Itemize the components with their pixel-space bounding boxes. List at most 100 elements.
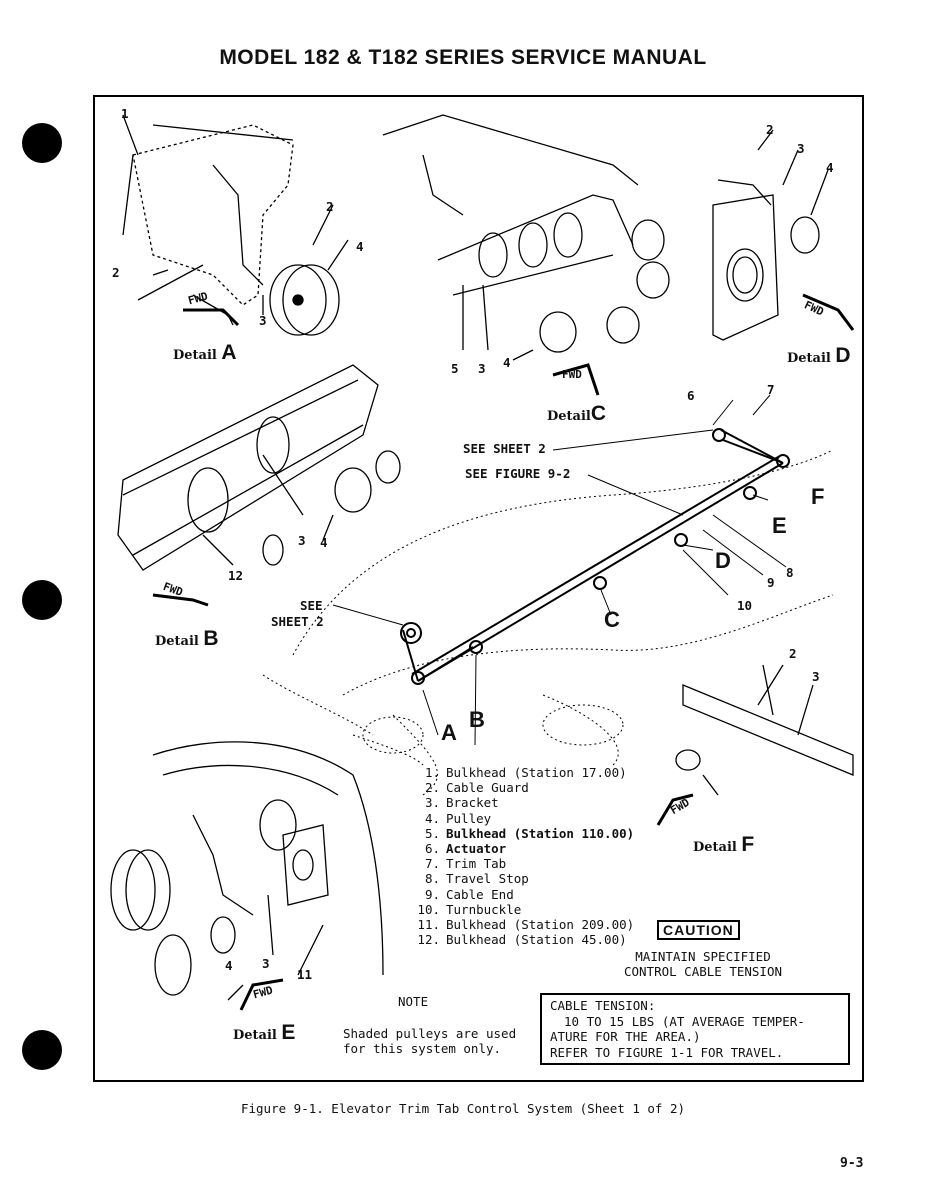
detail-c-label: DetailC (547, 402, 606, 426)
part-name: Bracket (446, 795, 499, 811)
list-item: 8. Travel Stop (410, 871, 634, 886)
detail-b-drawing (117, 364, 401, 571)
part-number: 12. (417, 932, 440, 948)
detail-b-letter: B (203, 627, 219, 650)
list-item: 2.Cable Guard (410, 780, 634, 795)
callout-12: 12 (228, 568, 244, 583)
note-line-2: for this system only. (343, 1041, 502, 1056)
list-item: 12. Bulkhead (Station 45.00) (410, 932, 634, 947)
detail-e-drawing (110, 741, 384, 1001)
list-item: 7.Trim Tab (410, 856, 634, 871)
parts-list: 1. Bulkhead (Station 17.00) 2.Cable Guard… (410, 765, 634, 947)
detail-d-drawing (712, 129, 829, 341)
see-callout-b-line1: SEE (300, 598, 323, 613)
part-name: Cable End (446, 886, 514, 902)
detail-f-letter: F (741, 833, 755, 856)
detail-b-label: Detail B (155, 627, 219, 651)
detail-c-letter: C (590, 402, 607, 425)
cable-system (400, 428, 790, 685)
part-number: 6. (424, 841, 440, 857)
figure-frame (93, 95, 864, 1082)
callout-3-c: 3 (478, 361, 486, 376)
detail-e-label: Detail E (233, 1021, 295, 1045)
callout-2-a2: 2 (112, 265, 120, 280)
detail-e-letter: E (281, 1021, 296, 1044)
punch-hole-middle (22, 580, 62, 620)
fwd-label-c: FWD (562, 368, 582, 381)
part-name: Bulkhead (Station 45.00) (446, 932, 627, 948)
callout-4-d: 4 (826, 160, 834, 175)
list-item: 3. Bracket (410, 795, 634, 810)
tension-line-3: ATURE FOR THE AREA.) (550, 1029, 701, 1044)
part-name: Bulkhead (Station 110.00) (446, 825, 635, 841)
callout-6: 6 (687, 388, 695, 403)
callout-11: 11 (297, 967, 313, 982)
fwd-arrows (152, 293, 855, 1011)
detail-f-prefix: Detail (693, 840, 737, 855)
part-name: Turnbuckle (446, 901, 522, 917)
part-name: Pulley (446, 810, 492, 826)
technical-illustration (110, 114, 855, 1011)
detail-f-drawing (675, 664, 854, 796)
detail-c-prefix: Detail (547, 409, 591, 424)
leader-lines (332, 394, 787, 746)
airframe-outline (262, 449, 834, 796)
figure-caption: Figure 9-1. Elevator Trim Tab Control Sy… (240, 1101, 685, 1116)
punch-hole-bottom (22, 1030, 62, 1070)
caution-line-2: CONTROL CABLE TENSION (623, 964, 783, 979)
caution-badge: CAUTION (657, 920, 740, 940)
note-body: Shaded pulleys are used for this system … (343, 1026, 516, 1056)
callout-10: 10 (737, 598, 753, 613)
part-number: 7. (424, 856, 440, 872)
callout-3-a: 3 (259, 313, 267, 328)
part-number: 2. (424, 780, 440, 796)
part-number: 1. (424, 765, 440, 780)
part-number: 10. (417, 901, 440, 917)
list-item: 6. Actuator (410, 841, 634, 856)
cable-tension-box: CABLE TENSION: 10 TO 15 LBS (AT AVERAGE … (540, 993, 850, 1065)
callout-4-b: 4 (320, 535, 328, 550)
detail-a-prefix: Detail (173, 348, 217, 363)
part-name: Actuator (446, 841, 507, 857)
part-name: Bulkhead (Station 17.00) (446, 765, 627, 780)
callout-1-a: 1 (121, 106, 129, 121)
detail-f-label: Detail F (693, 833, 754, 857)
detail-d-prefix: Detail (787, 351, 831, 366)
callout-8: 8 (786, 565, 794, 580)
part-name: Bulkhead (Station 209.00) (446, 917, 635, 933)
detail-a-drawing (122, 114, 349, 336)
tension-line-1: CABLE TENSION: (550, 998, 656, 1013)
detail-e-prefix: Detail (233, 1028, 277, 1043)
diagram-letter-c: C (604, 607, 620, 632)
see-figure-callout: SEE FIGURE 9-2 (465, 466, 571, 481)
callout-2-f: 2 (789, 646, 797, 661)
part-number: 9. (424, 886, 440, 902)
callout-3-e: 3 (262, 956, 270, 971)
callout-4-c: 4 (503, 355, 511, 370)
diagram-letter-f: F (811, 484, 825, 509)
tension-line-2: 10 TO 15 LBS (AT AVERAGE TEMPER- (564, 1013, 805, 1029)
page-header: MODEL 182 & T182 SERIES SERVICE MANUAL (219, 46, 707, 69)
see-sheet-2-callout: SEE SHEET 2 (463, 441, 546, 456)
list-item: 5. Bulkhead (Station 110.00) (410, 826, 634, 841)
detail-d-label: Detail D (787, 344, 851, 368)
callout-4-e: 4 (225, 958, 233, 973)
diagram-letter-b: B (469, 707, 485, 732)
detail-a-letter: A (221, 341, 237, 364)
part-name: Travel Stop (446, 871, 529, 887)
callout-3-f: 3 (812, 669, 820, 684)
part-number: 3. (424, 795, 440, 811)
detail-c-drawing (382, 114, 670, 361)
part-number: 11. (417, 917, 440, 933)
detail-d-letter: D (835, 344, 851, 367)
part-number: 8. (424, 871, 440, 887)
part-number: 5. (424, 825, 440, 841)
note-line-1: Shaded pulleys are used (343, 1026, 517, 1041)
list-item: 10. Turnbuckle (410, 902, 634, 917)
callout-7: 7 (767, 382, 775, 397)
see-callout-b-line2: SHEET 2 (271, 614, 324, 629)
page-number: 9-3 (840, 1156, 864, 1171)
callout-2-d: 2 (766, 122, 774, 137)
callout-9: 9 (767, 575, 775, 590)
list-item: 11. Bulkhead (Station 209.00) (410, 917, 634, 932)
